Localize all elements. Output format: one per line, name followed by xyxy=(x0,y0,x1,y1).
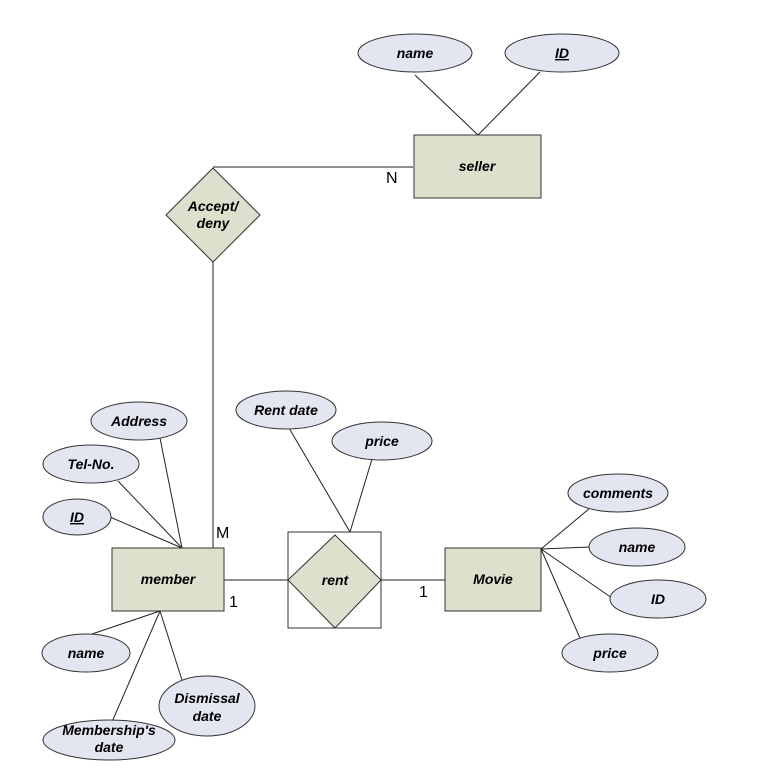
attribute-movie-name[interactable]: name xyxy=(588,527,686,567)
attribute-rent-date[interactable]: Rent date xyxy=(235,390,337,430)
attribute-label: Tel-No. xyxy=(68,456,115,472)
conn-member-telno xyxy=(117,480,183,549)
attribute-movie-comments[interactable]: comments xyxy=(567,473,669,513)
attribute-label: price xyxy=(364,433,399,449)
cardinality-member-rent: 1 xyxy=(229,594,238,611)
attribute-seller-name[interactable]: name xyxy=(357,33,473,73)
entity-label: member xyxy=(141,571,197,587)
conn-rent-rentdate xyxy=(288,427,351,533)
attribute-label: comments xyxy=(583,485,653,501)
relationship-label-line2: deny xyxy=(197,215,231,231)
attribute-label: name xyxy=(397,45,434,61)
attribute-label: price xyxy=(592,645,627,661)
attribute-member-id[interactable]: ID xyxy=(42,498,112,536)
conn-movie-id xyxy=(540,548,613,599)
attribute-movie-id[interactable]: ID xyxy=(609,579,707,619)
cardinality-movie-rent: 1 xyxy=(419,584,428,601)
entity-member[interactable]: member xyxy=(111,547,225,612)
attribute-movie-price[interactable]: price xyxy=(561,633,659,673)
conn-seller-id xyxy=(477,71,541,136)
conn-movie-price xyxy=(540,548,581,639)
relationship-label-line1: Accept/ xyxy=(187,198,241,214)
entity-movie[interactable]: Movie xyxy=(444,547,542,612)
attribute-label: ID xyxy=(555,45,569,61)
conn-seller-name xyxy=(414,74,479,136)
entity-label: seller xyxy=(459,158,497,174)
attribute-label: Address xyxy=(110,413,167,429)
attribute-member-membership-date[interactable]: Membership's date xyxy=(42,719,176,761)
attribute-seller-id[interactable]: ID xyxy=(504,33,620,73)
attribute-label-line2: date xyxy=(193,708,222,724)
attribute-label-line1: Membership's xyxy=(62,722,156,738)
attribute-label: ID xyxy=(651,591,665,607)
connectors xyxy=(91,71,613,723)
conn-movie-comments xyxy=(540,507,591,550)
entity-label: Movie xyxy=(473,571,513,587)
conn-member-dismissal xyxy=(159,610,183,681)
attribute-label-line2: date xyxy=(95,739,124,755)
relationship-accept-deny[interactable]: Accept/ deny xyxy=(165,167,261,263)
attribute-label: ID xyxy=(70,509,84,525)
conn-rent-price xyxy=(349,458,373,533)
attribute-member-name[interactable]: name xyxy=(41,633,131,673)
attribute-label: name xyxy=(619,539,656,555)
attribute-rent-price[interactable]: price xyxy=(331,421,433,461)
conn-member-name xyxy=(91,610,161,635)
attribute-label: name xyxy=(68,645,105,661)
conn-member-id xyxy=(109,516,183,549)
relationship-rent[interactable]: rent xyxy=(287,531,382,629)
attribute-member-telno[interactable]: Tel-No. xyxy=(42,444,140,484)
relationship-label: rent xyxy=(322,572,350,588)
conn-member-membership xyxy=(111,610,161,723)
entity-seller[interactable]: seller xyxy=(413,134,542,199)
attribute-label: Rent date xyxy=(254,402,318,418)
cardinality-member-accept: M xyxy=(216,525,229,542)
attribute-member-address[interactable]: Address xyxy=(90,401,188,441)
attribute-label-line1: Dismissal xyxy=(174,690,240,706)
attribute-member-dismissal-date[interactable]: Dismissal date xyxy=(158,675,256,737)
conn-member-address xyxy=(159,437,183,549)
cardinality-seller: N xyxy=(386,170,398,187)
conn-movie-name xyxy=(540,546,591,550)
